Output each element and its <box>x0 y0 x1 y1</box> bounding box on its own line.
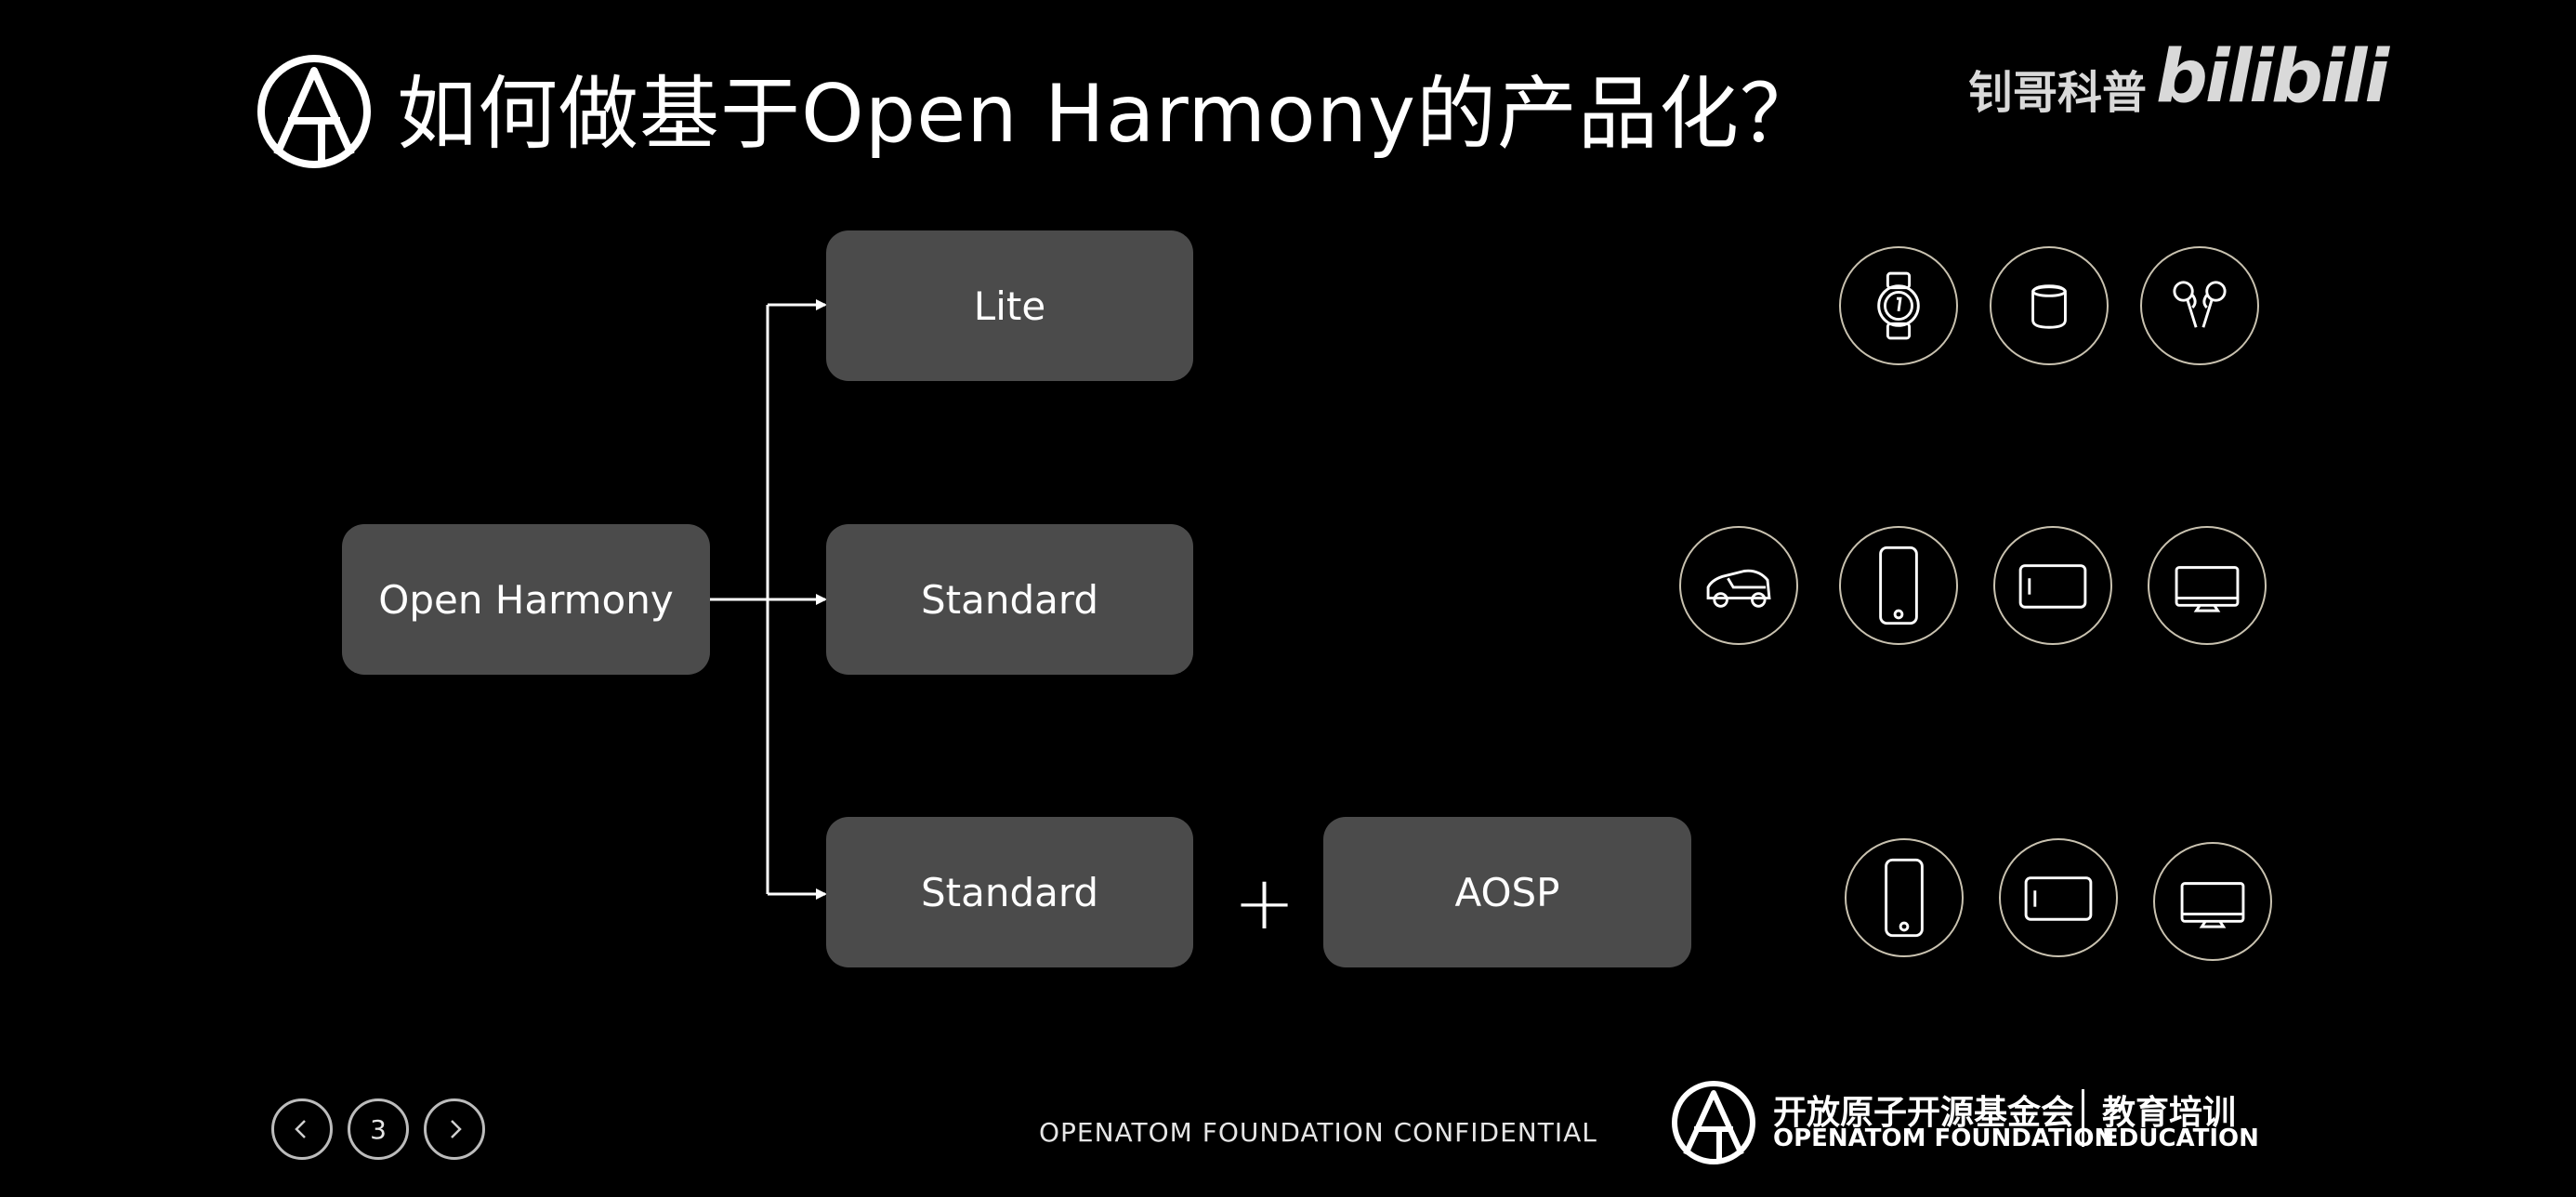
addon-box: AOSP <box>1323 817 1691 967</box>
prev-slide-button[interactable] <box>271 1098 333 1160</box>
foundation-logo <box>1671 1080 1756 1165</box>
openatom-logo <box>256 54 372 169</box>
tv-icon <box>2148 526 2267 645</box>
page-number: 3 <box>348 1098 409 1160</box>
branch-box-standard: Standard <box>826 524 1193 675</box>
source-box: Open Harmony <box>342 524 710 675</box>
confidential-notice: OPENATOM FOUNDATION CONFIDENTIAL <box>1039 1117 1597 1148</box>
foundation-name-en: OPENATOM FOUNDATION <box>1773 1125 2115 1152</box>
phone-icon <box>1839 526 1958 645</box>
tablet-icon <box>1999 838 2118 957</box>
footer-divider <box>2082 1089 2084 1147</box>
foundation-name-cn: 开放原子开源基金会 <box>1773 1094 2075 1132</box>
chevron-left-icon <box>295 1120 306 1138</box>
next-slide-button[interactable] <box>424 1098 485 1160</box>
phone-icon <box>1845 838 1964 957</box>
education-label-en: EDUCATION <box>2102 1125 2259 1152</box>
tablet-icon <box>1993 526 2112 645</box>
branch-box-lite: Lite <box>826 230 1193 381</box>
car-icon <box>1679 526 1798 645</box>
earbuds-icon <box>2140 246 2259 365</box>
bilibili-logo: bilibili <box>2156 35 2389 119</box>
smart-speaker-icon <box>1990 246 2109 365</box>
watch-icon <box>1839 246 1958 365</box>
page-title: 如何做基于Open Harmony的产品化？ <box>397 68 1821 161</box>
branch-box-standard-aosp: Standard <box>826 817 1193 967</box>
education-label-cn: 教育培训 <box>2102 1094 2237 1132</box>
chevron-right-icon <box>451 1120 462 1138</box>
plus-sign: + <box>1233 860 1296 946</box>
tv-icon <box>2153 842 2272 961</box>
channel-name: 钊哥科普 <box>1968 67 2148 119</box>
